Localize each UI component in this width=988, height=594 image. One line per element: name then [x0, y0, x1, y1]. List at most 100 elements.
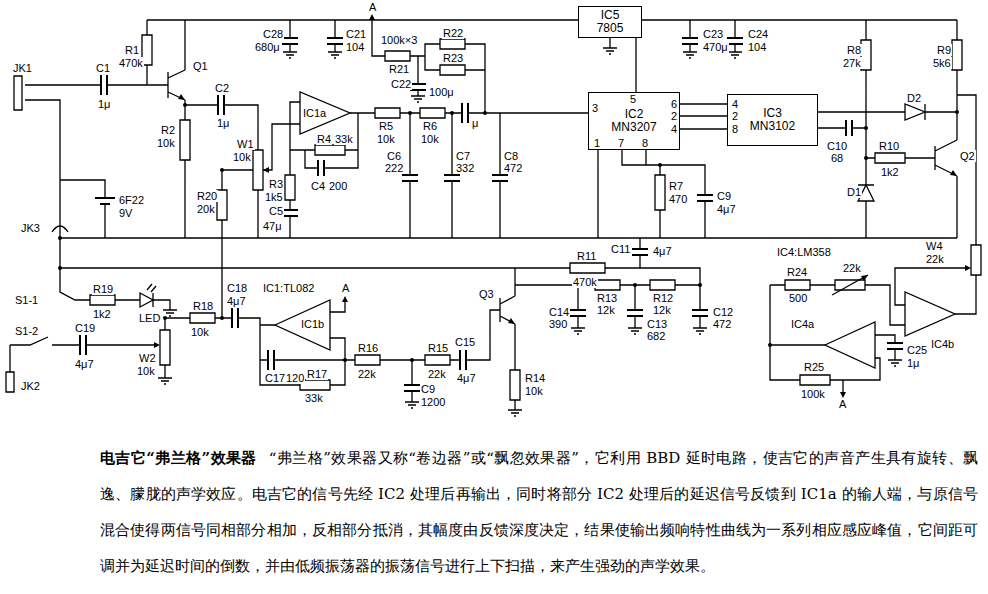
- ic-label: IC5: [601, 9, 620, 22]
- part-label: 27k: [842, 57, 862, 69]
- part-label: D2: [906, 92, 922, 104]
- part-label: 472: [503, 162, 523, 174]
- part-label: 20k: [196, 203, 216, 215]
- part-label: JK3: [20, 222, 41, 234]
- part-label: 33k: [334, 133, 354, 145]
- part-label: JK1: [12, 62, 33, 74]
- part-label: 22k: [357, 368, 377, 380]
- part-label: 1k2: [880, 166, 900, 178]
- part-label: C22: [390, 78, 412, 90]
- part-label: C10: [826, 140, 848, 152]
- part-label: C19: [74, 322, 96, 334]
- part-label: C15: [454, 336, 476, 348]
- wire: [10, 16, 976, 410]
- part-label: C11: [610, 243, 631, 255]
- part-label: 68: [830, 152, 844, 164]
- part-label: 470μ: [702, 41, 729, 53]
- part-label: 8: [731, 123, 739, 135]
- part-label: 5k6: [932, 57, 952, 69]
- part-label: W1: [236, 138, 255, 150]
- part-label: C5: [268, 205, 284, 217]
- part-label: 2: [670, 110, 678, 122]
- part-label: R6: [422, 120, 438, 132]
- part-label: 6: [670, 98, 678, 110]
- part-label: JK2: [20, 380, 41, 392]
- part-label: Q2: [959, 150, 976, 162]
- part-label: S1-1: [14, 294, 39, 306]
- ground-symbol: [158, 48, 902, 416]
- part-label: 470k: [118, 57, 144, 69]
- part-label: 12k: [596, 304, 616, 316]
- part-label: 500: [788, 292, 808, 304]
- part-label: R22: [442, 27, 464, 39]
- part-label: S1-2: [14, 325, 39, 337]
- part-label: 7: [617, 137, 625, 149]
- part-label: R1: [124, 44, 140, 56]
- part-label: 472: [712, 318, 732, 330]
- part-label: μ: [471, 117, 479, 129]
- part-label: R12: [652, 292, 674, 304]
- part-label: 8: [641, 137, 649, 149]
- part-label: R7: [668, 180, 684, 192]
- part-label: R3: [268, 178, 284, 190]
- part-label: 1k2: [92, 308, 112, 320]
- capacitor-symbol: [80, 38, 903, 391]
- part-label: IC4b: [930, 338, 955, 350]
- part-label: 10k: [232, 151, 252, 163]
- part-label: C12: [712, 306, 734, 318]
- part-label: C13: [646, 318, 668, 330]
- part-label: R19: [92, 283, 114, 295]
- ic-label: MN3102: [750, 120, 795, 133]
- part-label: R20: [196, 190, 218, 202]
- part-label: 4: [731, 98, 739, 110]
- part-label: R4: [316, 133, 332, 145]
- part-label: C8: [503, 150, 519, 162]
- component-symbol: [6, 70, 957, 392]
- part-label: R5: [378, 120, 394, 132]
- part-label: 4μ7: [716, 203, 737, 215]
- part-label: 5: [629, 93, 637, 105]
- part-label: C24: [747, 28, 769, 40]
- part-label: C23: [702, 28, 724, 40]
- part-label: C9: [420, 383, 436, 395]
- part-label: 200: [328, 180, 348, 192]
- part-label: C25: [906, 344, 928, 356]
- part-label: 4μ7: [74, 358, 95, 370]
- part-label: C14: [548, 306, 570, 318]
- part-label: 10k: [376, 133, 396, 145]
- part-label: C1: [95, 62, 111, 74]
- part-label: R23: [442, 52, 464, 64]
- part-label: 470: [668, 193, 688, 205]
- part-label: C7: [455, 150, 471, 162]
- part-label: R13: [596, 292, 618, 304]
- part-label: C2: [214, 82, 230, 94]
- part-label: C9: [716, 190, 732, 202]
- pin-connection: [680, 115, 727, 116]
- part-label: 2: [731, 110, 739, 122]
- part-label: A: [368, 1, 377, 13]
- part-label: C28: [262, 28, 284, 40]
- part-label: 10k: [136, 365, 156, 377]
- part-label: IC1:TL082: [262, 282, 315, 294]
- part-label: 9V: [118, 207, 133, 219]
- part-label: W4: [925, 240, 944, 252]
- ic-box: IC57805: [578, 6, 642, 38]
- part-label: 10k: [420, 133, 440, 145]
- part-label: 22k: [427, 368, 447, 380]
- part-label: 680μ: [254, 41, 281, 53]
- part-label: 1μ: [216, 117, 230, 129]
- arrow-head: [154, 14, 971, 398]
- part-label: R15: [427, 342, 449, 354]
- part-label: 3: [591, 102, 599, 114]
- part-label: 4μ7: [456, 372, 477, 384]
- part-label: R10: [878, 140, 900, 152]
- part-label: 104: [747, 41, 767, 53]
- pin-connection: [680, 103, 727, 104]
- part-label: IC4:LM358: [776, 246, 832, 258]
- part-label: R24: [786, 266, 808, 278]
- part-label: R16: [357, 342, 379, 354]
- part-label: R2: [160, 124, 176, 136]
- part-label: C6: [386, 150, 402, 162]
- part-label: R14: [524, 372, 546, 384]
- part-label: 22k: [925, 253, 945, 265]
